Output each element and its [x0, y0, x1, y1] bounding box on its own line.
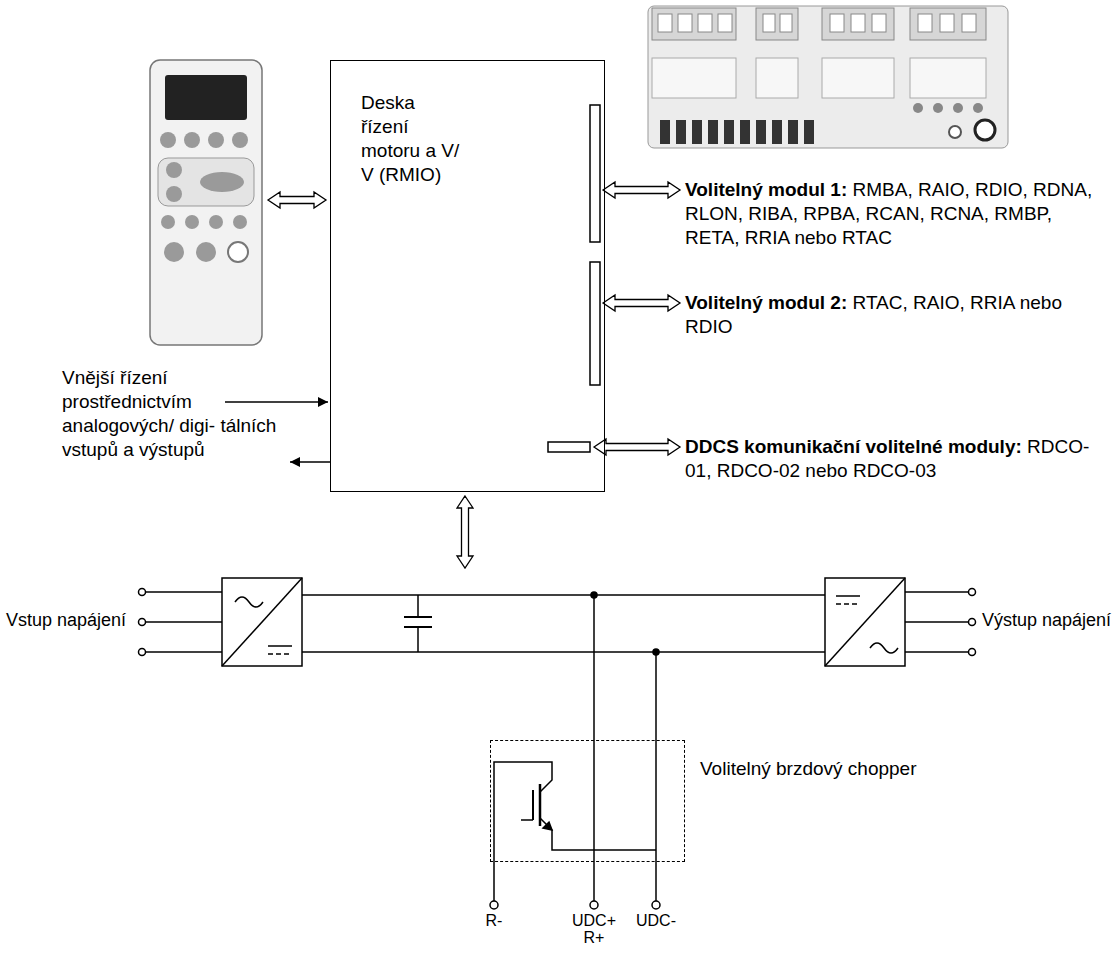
ddcs-option-text: DDCS komunikační volitelné moduly:RDCO-0… [685, 435, 1095, 483]
terminal-name: R- [486, 912, 503, 929]
option-slot [548, 105, 600, 452]
power-input-label: Vstup napájení [6, 610, 126, 630]
chopper-box: Volitelný brzdový chopper [490, 740, 685, 862]
control-panel [150, 60, 262, 345]
box-label: Deska řízení motoru a V/ V (RMIO) [361, 91, 462, 187]
option-slot-1-text: Volitelný modul 1:RMBA, RAIO, RDIO, RDNA… [685, 178, 1095, 250]
option-slot-2-text: Volitelný modul 2:RTAC, RAIO, RRIA nebo … [685, 291, 1095, 339]
external-control-text: Vnější řízení prostřednictvím analogovýc… [62, 366, 278, 462]
control-board-box: Deska řízení motoru a V/ V (RMIO) [330, 60, 605, 492]
terminal-name: UDC+ [572, 912, 616, 930]
terminal-name: UDC+ [572, 912, 616, 929]
terminal-name: UDC- [636, 912, 676, 929]
box-heading: Volitelný brzdový chopper [700, 757, 917, 781]
power-output-label: Výstup napájení [982, 610, 1111, 630]
external-control-text: Vnější řízení prostřednictvím analogovýc… [62, 367, 276, 460]
option-heading: DDCS komunikační volitelné moduly: [685, 436, 1022, 457]
power-output-label: Výstup napájení [982, 610, 1111, 630]
terminal-name: R+ [584, 929, 605, 946]
terminal-name: UDC- [636, 912, 676, 930]
power-circuit [139, 578, 976, 909]
io-module-photo [648, 6, 1008, 148]
terminal-name: R- [486, 912, 503, 930]
option-heading: Volitelný modul 2: [685, 292, 847, 313]
power-input-label: Vstup napájení [6, 610, 126, 630]
terminal-name: R+ [584, 929, 605, 947]
option-heading: Volitelný modul 1: [685, 179, 847, 200]
